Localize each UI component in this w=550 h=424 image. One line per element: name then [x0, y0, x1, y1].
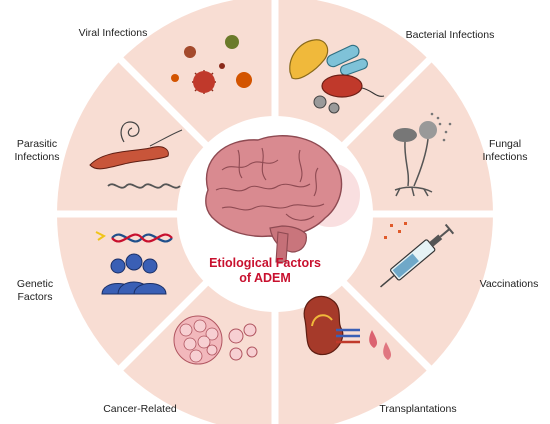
label-viral-infections: Viral Infections [78, 27, 148, 39]
label-vaccinations: Vaccinations [479, 278, 539, 290]
center-title: Etiological Factors of ADEM [195, 256, 335, 286]
brain-icon [205, 135, 360, 263]
label-bacterial-infections: Bacterial Infections [405, 29, 495, 41]
kidney-icon [303, 295, 392, 360]
virus-icon [171, 35, 252, 94]
label-cancer-related: Cancer-Related [103, 403, 177, 415]
label-transplantations: Transplantations [379, 403, 457, 415]
syringe-icon [380, 222, 455, 288]
dna-icon [95, 231, 173, 295]
bacteria-icon [289, 39, 385, 114]
parasite-icon [89, 121, 183, 189]
tumor-cells-icon [173, 315, 258, 365]
center-title-line2: of ADEM [239, 271, 291, 285]
fungus-icon [393, 112, 452, 197]
center-title-line1: Etiological Factors [209, 256, 321, 270]
